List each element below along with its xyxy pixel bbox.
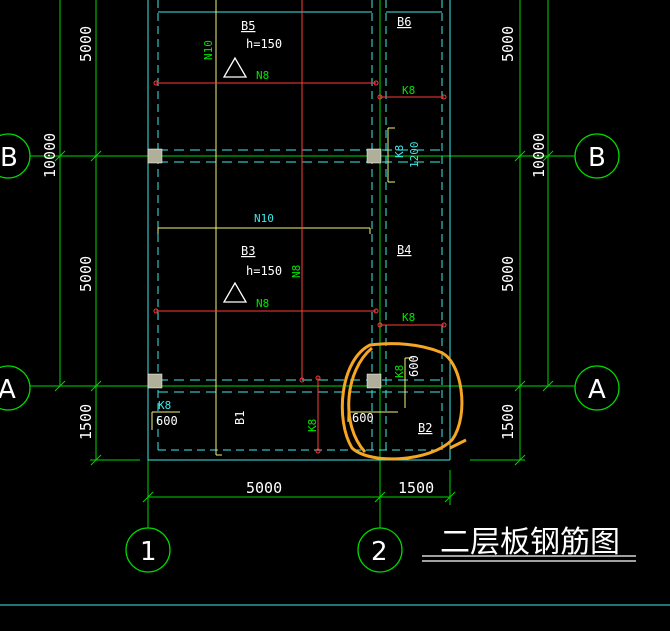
axis-label-B-left: B bbox=[0, 143, 18, 173]
dim-bottom-left: 5000 bbox=[246, 479, 282, 497]
slab-label-b5: B5 bbox=[241, 19, 255, 33]
highlight-circle bbox=[340, 342, 464, 461]
axis-label-B-right: B bbox=[588, 143, 606, 173]
triangle-icon bbox=[222, 56, 248, 78]
rebar-labels: N10 N8 K8 K8 1200 N10 N8 N8 K8 K8 600 K8… bbox=[156, 40, 421, 432]
slab-thickness-b3: h=150 bbox=[246, 264, 282, 278]
slab-label-b6: B6 bbox=[397, 15, 411, 29]
rebar-label-k8-mid: K8 bbox=[402, 311, 415, 324]
dim-right-bottom: 1500 bbox=[499, 404, 517, 440]
slab-labels: B5 h=150 B6 B3 h=150 B4 B1 B2 bbox=[233, 15, 432, 435]
column-1A bbox=[147, 373, 163, 389]
rebar-label-n10-top: N10 bbox=[202, 40, 215, 60]
axis-bubble-1 bbox=[125, 527, 171, 573]
section-marks bbox=[222, 56, 248, 303]
dim-left-total: 10000 bbox=[41, 133, 59, 178]
slab-thickness-b5: h=150 bbox=[246, 37, 282, 51]
rebar-label-n8-top: N8 bbox=[256, 69, 269, 82]
axis-label-A-right: A bbox=[588, 375, 606, 405]
rebar-len-600-a: 600 bbox=[407, 355, 421, 377]
columns bbox=[147, 148, 382, 389]
slab-label-b4: B4 bbox=[397, 243, 411, 257]
axis-bubble-B-left bbox=[0, 133, 31, 179]
dim-left-bottom: 1500 bbox=[77, 404, 95, 440]
axis-label-1: 1 bbox=[140, 537, 157, 567]
dim-left-top: 5000 bbox=[77, 26, 95, 62]
column-2B bbox=[366, 148, 382, 164]
axis-bubble-B-right bbox=[574, 133, 620, 179]
dim-right-top: 5000 bbox=[499, 26, 517, 62]
rebar-label-n8-vert: N8 bbox=[290, 265, 303, 278]
rebar-label-k8-vert: K8 bbox=[306, 419, 319, 432]
rebar-label-n10-mid: N10 bbox=[254, 212, 274, 225]
highlight-circle-tail bbox=[449, 438, 467, 450]
column-1B bbox=[147, 148, 163, 164]
axis-label-A-left: A bbox=[0, 375, 16, 405]
triangle-icon bbox=[222, 281, 248, 303]
dim-right-mid: 5000 bbox=[499, 256, 517, 292]
axis-bubble-A-right bbox=[574, 365, 620, 411]
rebar-label-k8-bottom: K8 bbox=[158, 399, 171, 412]
rebar-label-k8-top: K8 bbox=[402, 84, 415, 97]
axis-bubbles bbox=[0, 133, 620, 573]
dim-left-mid: 5000 bbox=[77, 256, 95, 292]
axis-bubble-2 bbox=[357, 527, 403, 573]
dim-right-total: 10000 bbox=[530, 133, 548, 178]
rebar-len-600-mid: 600 bbox=[352, 411, 374, 425]
rebar-len-600-left: 600 bbox=[156, 414, 178, 428]
rebar-len-1200: 1200 bbox=[408, 142, 421, 169]
axis-bubble-A-left bbox=[0, 365, 31, 411]
axis-label-2: 2 bbox=[371, 537, 388, 567]
rebar-label-k8-b: K8 bbox=[393, 145, 406, 158]
dim-bottom-right: 1500 bbox=[398, 479, 434, 497]
slab-label-b3: B3 bbox=[241, 244, 255, 258]
rebar-label-k8-a: K8 bbox=[393, 365, 406, 378]
drawing-title: 二层板钢筋图 bbox=[440, 525, 620, 560]
top-rebar bbox=[153, 0, 447, 454]
slab-label-b1: B1 bbox=[233, 411, 247, 425]
slab-label-b2: B2 bbox=[418, 421, 432, 435]
bottom-rebar bbox=[151, 0, 412, 456]
rebar-label-n8-mid: N8 bbox=[256, 297, 269, 310]
column-2A bbox=[366, 373, 382, 389]
